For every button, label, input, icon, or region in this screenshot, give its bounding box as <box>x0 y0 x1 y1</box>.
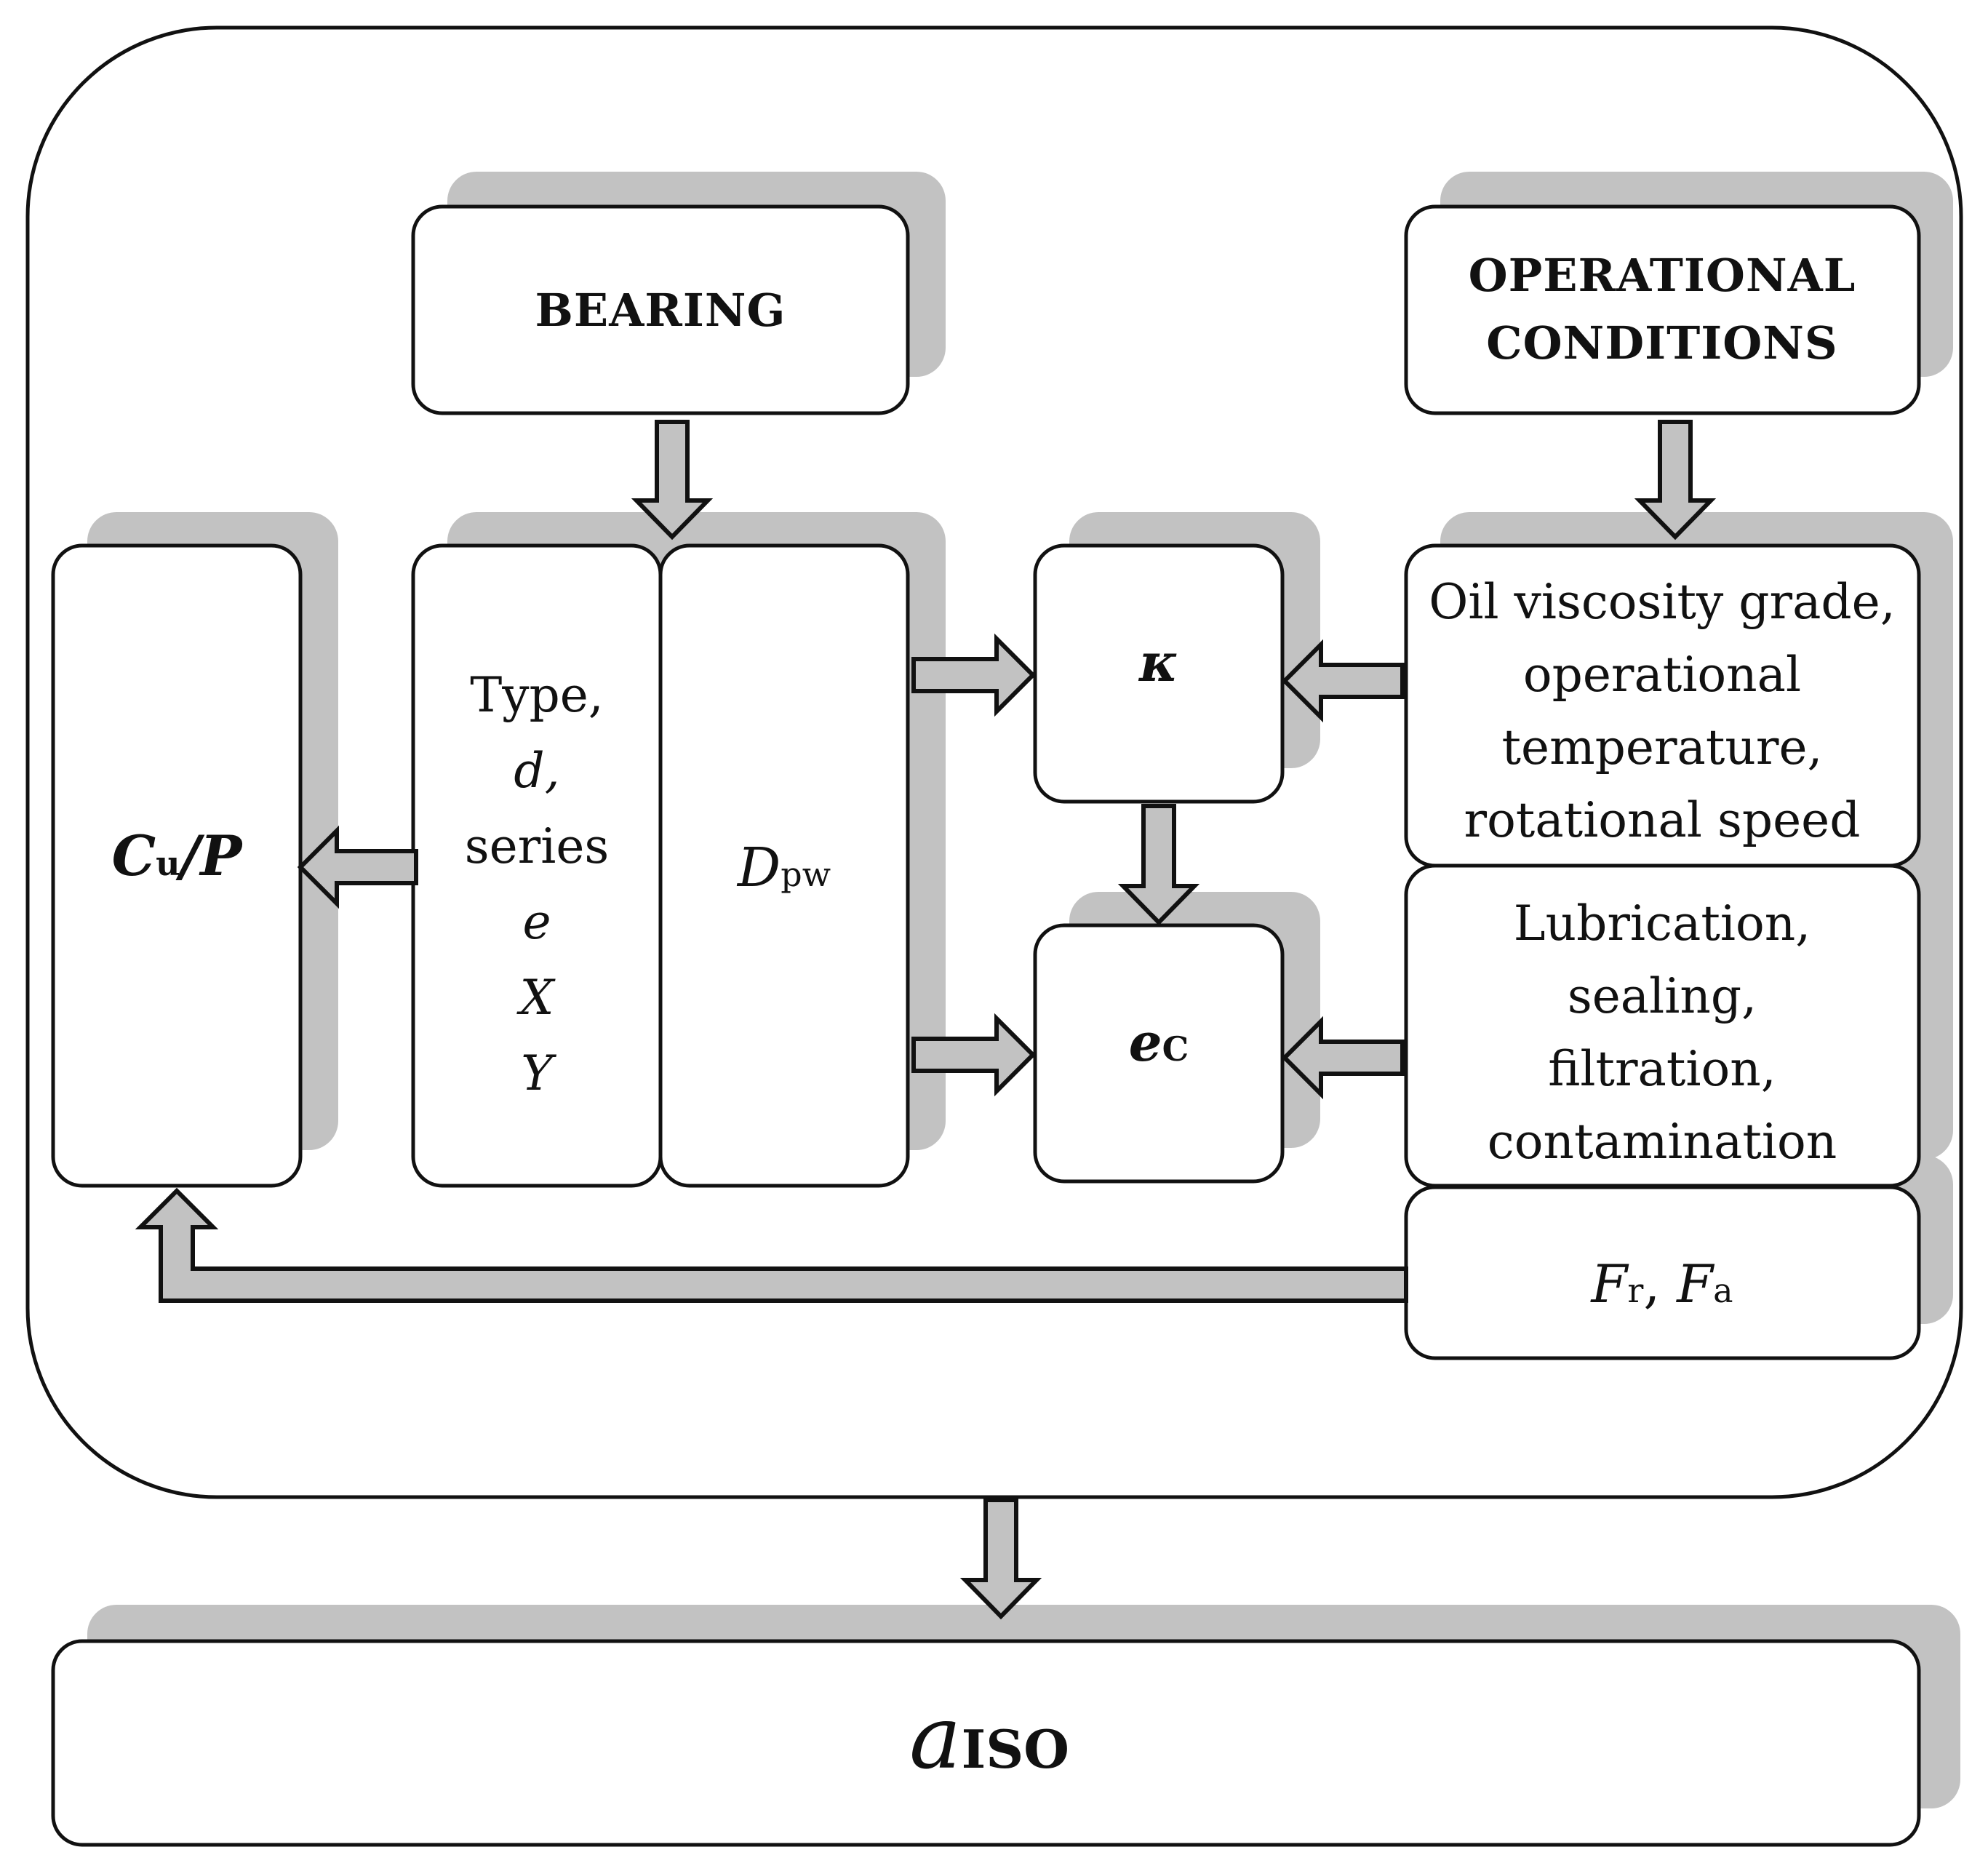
arrow-to-cu-p <box>297 825 418 909</box>
arrow-dpw-to-kappa <box>911 633 1037 717</box>
dpw-box <box>658 543 910 1188</box>
e-label: e <box>522 894 551 950</box>
type-label: Type, <box>470 667 604 723</box>
operational-title-line2: CONDITIONS <box>1486 316 1837 370</box>
kappa-box <box>1033 543 1285 804</box>
svg-text:X: X <box>516 970 556 1026</box>
arrow-viscosity-to-kappa <box>1281 639 1405 723</box>
cu-p-label: Cu/P <box>112 823 244 888</box>
dpw-label: Dpw <box>736 837 831 899</box>
svg-text:contamination: contamination <box>1488 1114 1837 1170</box>
arrow-to-aiso <box>959 1498 1042 1620</box>
arrow-lubrication-to-ec <box>1281 1016 1405 1100</box>
viscosity-text: Oil viscosity grade, operational tempera… <box>1429 574 1895 848</box>
series-label: series <box>465 818 610 874</box>
loads-label: Fr, Fa <box>1589 1253 1733 1315</box>
svg-text:Lubrication,: Lubrication, <box>1514 895 1811 952</box>
aiso-box <box>51 1639 1921 1847</box>
bore-diameter-label: d, <box>514 743 559 799</box>
svg-text:Type,: Type, <box>470 667 604 723</box>
bearing-type-list: Type, d, series e X Y <box>465 667 610 1101</box>
bearing-title: BEARING <box>535 284 786 337</box>
svg-text:rotational speed: rotational speed <box>1464 792 1861 848</box>
svg-text:Y: Y <box>521 1045 556 1101</box>
svg-text:filtration,: filtration, <box>1548 1041 1776 1097</box>
svg-text:operational: operational <box>1523 647 1801 703</box>
x-label: X <box>516 970 556 1026</box>
arrow-operational-down <box>1634 420 1717 540</box>
svg-text:series: series <box>465 818 610 874</box>
y-label: Y <box>521 1045 556 1101</box>
arrow-bearing-down <box>631 420 714 540</box>
svg-text:CONDITIONS: CONDITIONS <box>1486 316 1837 370</box>
bearing-box <box>411 204 910 415</box>
flow-arrows <box>135 420 1717 1620</box>
ec-label: eC <box>1129 1011 1189 1073</box>
arrow-kappa-to-ec <box>1117 804 1200 926</box>
kappa-label: κ <box>1138 631 1178 693</box>
svg-text:d,: d, <box>514 743 559 799</box>
svg-text:Oil viscosity grade,: Oil viscosity grade, <box>1429 574 1895 630</box>
lubrication-text: Lubrication, sealing, filtration, contam… <box>1488 895 1837 1170</box>
operational-conditions-box <box>1404 204 1921 415</box>
aiso-label: aISO <box>909 1688 1069 1789</box>
arrow-loads-to-cu-p <box>135 1187 1408 1303</box>
operational-title-line1: OPERATIONAL <box>1469 249 1856 302</box>
svg-text:temperature,: temperature, <box>1502 719 1823 775</box>
svg-text:sealing,: sealing, <box>1568 968 1757 1024</box>
svg-text:OPERATIONAL: OPERATIONAL <box>1469 249 1856 302</box>
arrow-dpw-to-ec <box>911 1013 1037 1097</box>
svg-text:e: e <box>522 894 551 950</box>
